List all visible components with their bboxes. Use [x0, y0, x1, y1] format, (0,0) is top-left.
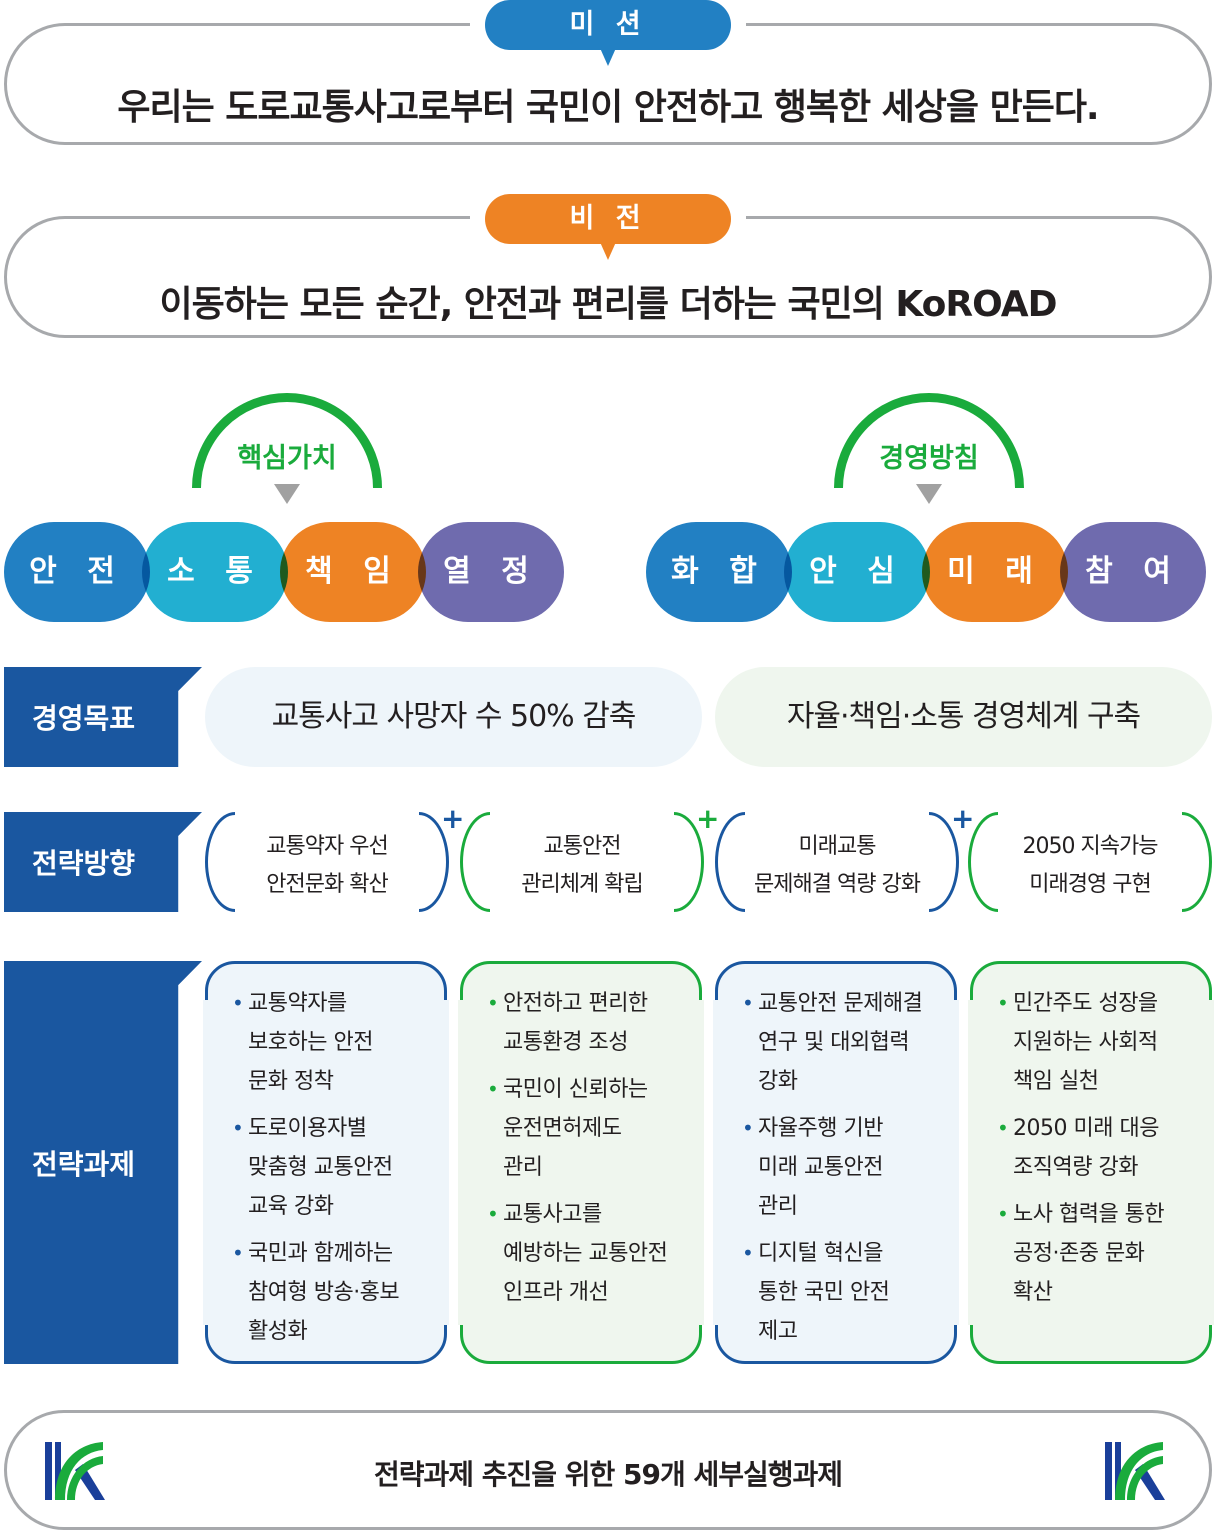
core-values-title: 핵심가치	[237, 443, 337, 474]
plus-icon: +	[441, 802, 465, 835]
task-item: •2050 미래 대응 조직역량 강화	[993, 1109, 1199, 1187]
footer-banner: 전략과제 추진을 위한 59개 세부실행과제	[4, 1410, 1212, 1530]
mission-text: 우리는 도로교통사고로부터 국민이 안전하고 행복한 세상을 만든다.	[117, 87, 1099, 128]
task-column: •민간주도 성장을 지원하는 사회적 책임 실천 •2050 미래 대응 조직역…	[968, 961, 1214, 1364]
task-item: •민간주도 성장을 지원하는 사회적 책임 실천	[993, 984, 1199, 1101]
task-item: •자율주행 기반 미래 교통안전 관리	[738, 1109, 944, 1226]
direction-item: 교통약자 우선 안전문화 확산	[205, 812, 449, 912]
tasks-label: 전략과제	[4, 961, 202, 1364]
task-item: •교통안전 문제해결 연구 및 대외협력 강화	[738, 984, 944, 1101]
policy-participation: 참 여	[1060, 522, 1206, 622]
value-safety: 안 전	[4, 522, 150, 622]
footer-text: 전략과제 추진을 위한 59개 세부실행과제	[373, 1458, 843, 1491]
bullet-icon: •	[997, 991, 1009, 1015]
koroad-logo-icon	[1105, 1442, 1165, 1500]
value-responsibility: 책 임	[280, 522, 426, 622]
goals-label: 경영목표	[4, 667, 202, 767]
vision-text: 이동하는 모든 순간, 안전과 편리를 더하는 국민의 KoROAD	[159, 284, 1058, 325]
task-item: •디지털 혁신을 통한 국민 안전 제고	[738, 1234, 944, 1351]
bullet-icon: •	[487, 1202, 499, 1226]
bullet-icon: •	[742, 991, 754, 1015]
task-item: •도로이용자별 맞춤형 교통안전 교육 강화	[228, 1109, 434, 1226]
plus-icon: +	[696, 802, 720, 835]
bullet-icon: •	[742, 1241, 754, 1265]
bullet-icon: •	[487, 991, 499, 1015]
task-column: •교통안전 문제해결 연구 및 대외협력 강화 •자율주행 기반 미래 교통안전…	[713, 961, 959, 1364]
direction-item: 2050 지속가능 미래경영 구현	[968, 812, 1212, 912]
task-item: •국민이 신뢰하는 운전면허제도 관리	[483, 1070, 689, 1187]
core-values-row: 안 전 소 통 책 임 열 정	[4, 522, 574, 622]
goal-item: 자율·책임·소통 경영체계 구축	[715, 667, 1212, 767]
task-column: •안전하고 편리한 교통환경 조성 •국민이 신뢰하는 운전면허제도 관리 •교…	[458, 961, 704, 1364]
koroad-logo-icon	[45, 1442, 105, 1500]
management-policy-title: 경영방침	[879, 443, 979, 474]
direction-item: 미래교통 문제해결 역량 강화	[715, 812, 959, 912]
management-policy-row: 화 합 안 심 미 래 참 여	[646, 522, 1216, 622]
directions-label: 전략방향	[4, 812, 202, 912]
bullet-icon: •	[997, 1202, 1009, 1226]
task-item: •교통약자를 보호하는 안전 문화 정착	[228, 984, 434, 1101]
direction-item: 교통안전 관리체계 확립	[460, 812, 704, 912]
goal-item: 교통사고 사망자 수 50% 감축	[205, 667, 702, 767]
vision-label: 비 전	[485, 194, 731, 244]
policy-assurance: 안 심	[784, 522, 930, 622]
policy-future: 미 래	[922, 522, 1068, 622]
task-item: •안전하고 편리한 교통환경 조성	[483, 984, 689, 1062]
plus-icon: +	[951, 802, 975, 835]
mission-label: 미 션	[485, 0, 731, 50]
bullet-icon: •	[232, 1241, 244, 1265]
bullet-icon: •	[232, 1116, 244, 1140]
task-item: •교통사고를 예방하는 교통안전 인프라 개선	[483, 1195, 689, 1312]
task-column: •교통약자를 보호하는 안전 문화 정착 •도로이용자별 맞춤형 교통안전 교육…	[203, 961, 449, 1364]
task-item: •국민과 함께하는 참여형 방송·홍보 활성화	[228, 1234, 434, 1351]
down-arrow-icon	[274, 484, 300, 504]
bullet-icon: •	[487, 1077, 499, 1101]
value-passion: 열 정	[418, 522, 564, 622]
down-arrow-icon	[916, 484, 942, 504]
bullet-icon: •	[997, 1116, 1009, 1140]
bullet-icon: •	[232, 991, 244, 1015]
value-communication: 소 통	[142, 522, 288, 622]
policy-harmony: 화 합	[646, 522, 792, 622]
bullet-icon: •	[742, 1116, 754, 1140]
task-item: •노사 협력을 통한 공정·존중 문화 확산	[993, 1195, 1199, 1312]
